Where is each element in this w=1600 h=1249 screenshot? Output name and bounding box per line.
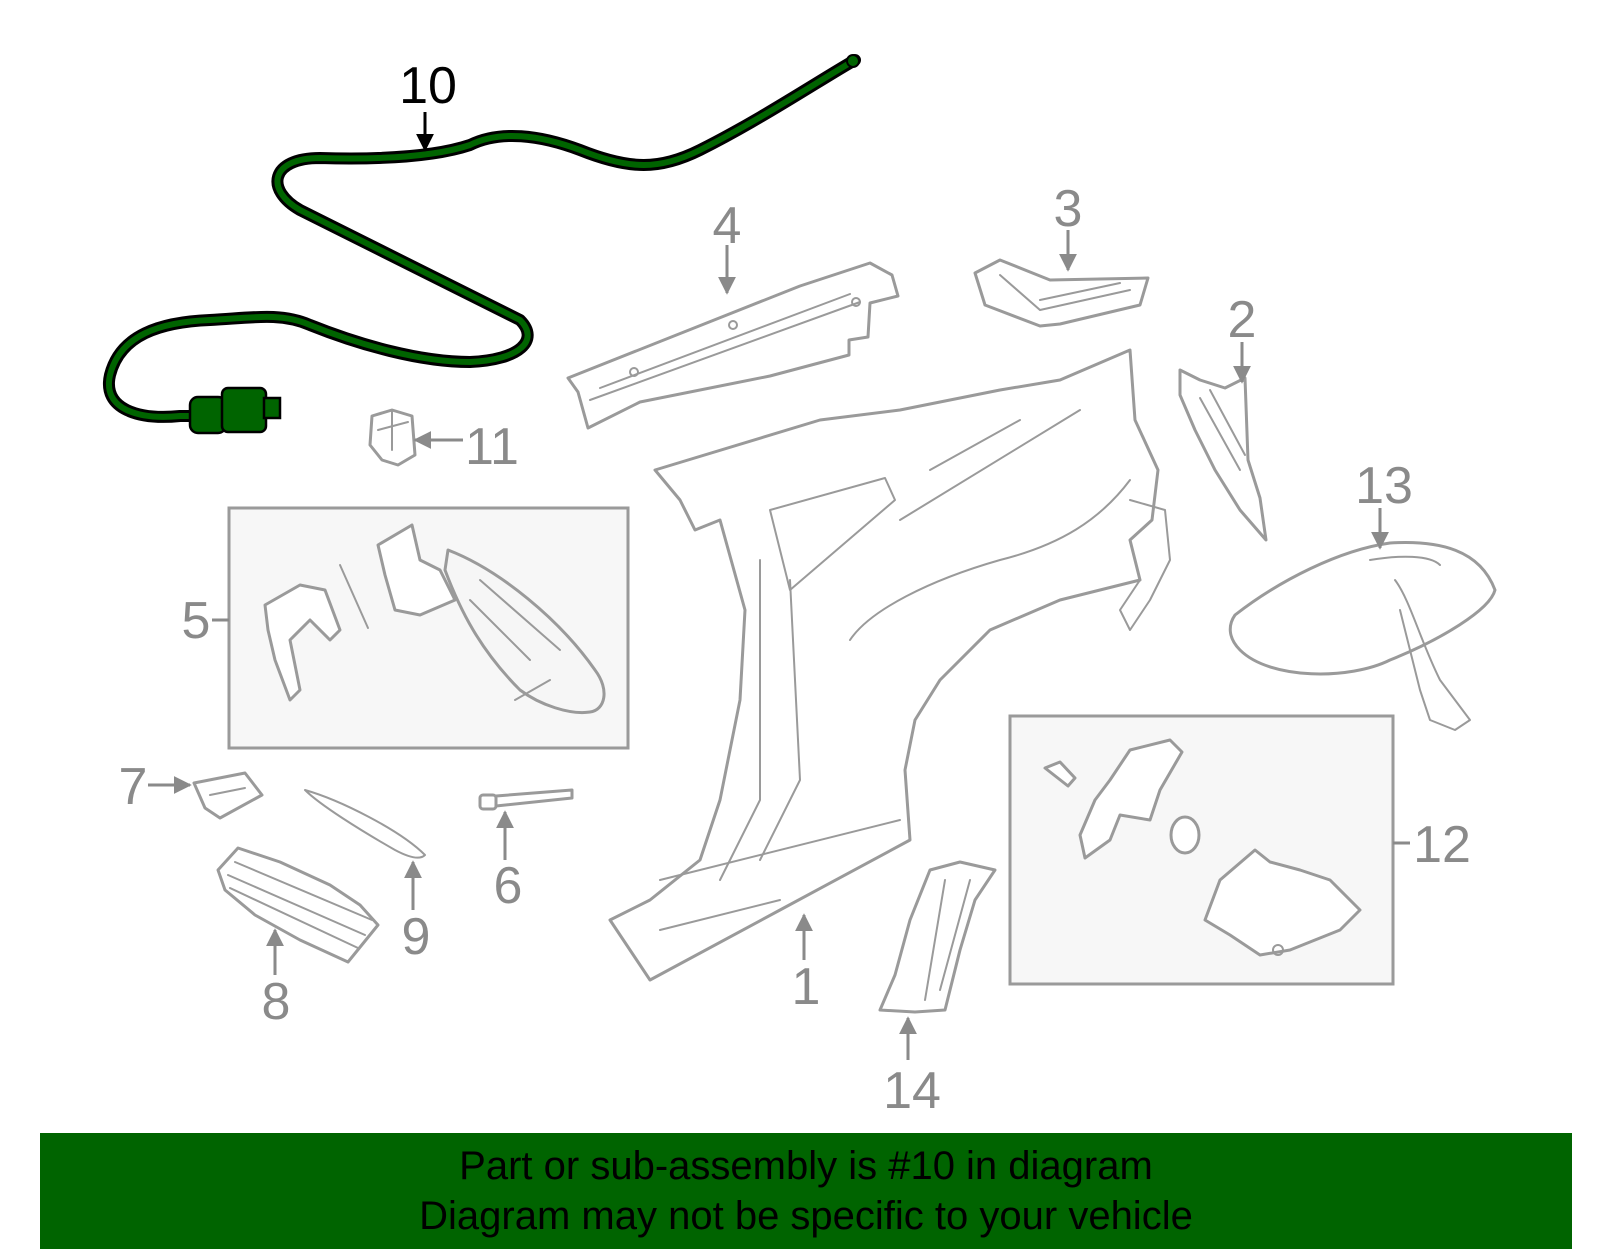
part-9-seal[interactable] (304, 789, 426, 859)
callout-3: 3 (1054, 180, 1083, 238)
callout-labels: 10 4 3 2 11 13 5 7 12 6 9 1 8 14 (119, 57, 1471, 1120)
part-13-fuel-door[interactable] (1228, 541, 1497, 731)
part-7-bracket[interactable] (192, 771, 264, 820)
callout-4: 4 (713, 197, 742, 255)
callout-14: 14 (883, 1062, 941, 1120)
callout-5: 5 (182, 592, 211, 650)
callout-13: 13 (1355, 457, 1413, 515)
part-4-rail[interactable] (566, 261, 900, 430)
callout-9: 9 (402, 908, 431, 966)
callout-1: 1 (792, 958, 821, 1016)
part-12-hinge-box[interactable] (1008, 714, 1395, 986)
banner-line-2: Diagram may not be specific to your vehi… (419, 1194, 1193, 1238)
callout-10: 10 (399, 57, 457, 115)
info-banner: Part or sub-assembly is #10 in diagram D… (40, 1133, 1572, 1249)
callout-11: 11 (465, 418, 519, 476)
callout-6: 6 (494, 857, 523, 915)
part-3-bracket[interactable] (973, 258, 1150, 328)
part-1-quarter-panel[interactable] (608, 348, 1171, 982)
part-2-reinforcement[interactable] (1178, 368, 1268, 542)
callout-2: 2 (1228, 291, 1257, 349)
leader-lines (148, 112, 1410, 1060)
banner-line-1: Part or sub-assembly is #10 in diagram (459, 1144, 1153, 1188)
part-6-bolt[interactable] (478, 788, 574, 811)
part-5-housing-box[interactable] (227, 506, 630, 750)
callout-7: 7 (119, 758, 148, 816)
part-10-cable[interactable] (102, 54, 861, 435)
part-8-gasket[interactable] (216, 846, 380, 964)
parts-diagram: 10 4 3 2 11 13 5 7 12 6 9 1 8 14 (102, 54, 1497, 1120)
part-14-stone-guard[interactable] (878, 860, 997, 1014)
part-11-clip[interactable] (368, 408, 417, 467)
callout-8: 8 (262, 973, 291, 1031)
callout-12: 12 (1413, 816, 1471, 874)
